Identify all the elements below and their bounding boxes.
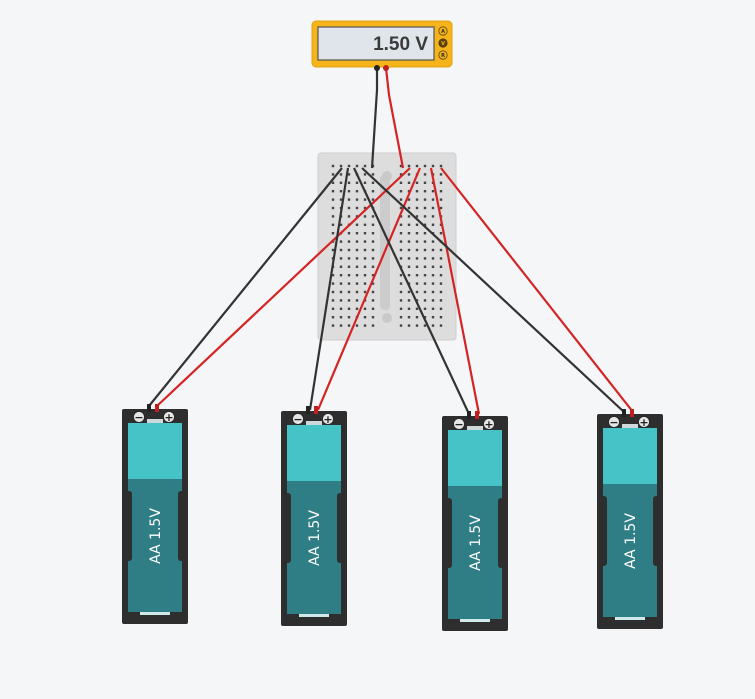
battery-label: AA 1.5V <box>623 513 639 569</box>
battery-negative-label: − <box>454 418 463 431</box>
multimeter-display <box>317 26 435 61</box>
mode-a-label: A <box>441 29 445 35</box>
wires <box>148 67 634 415</box>
breadboard-center-channel <box>380 175 390 310</box>
battery-positive-label: + <box>323 413 332 426</box>
battery-2-black-wire[interactable] <box>308 167 350 411</box>
battery-4-red-wire[interactable] <box>440 167 634 413</box>
battery-positive-terminal[interactable] <box>638 416 650 428</box>
battery-positive-label: + <box>164 411 173 424</box>
battery-negative-terminal[interactable] <box>453 418 465 430</box>
meter-red-lead[interactable] <box>384 67 405 169</box>
meter-black-terminal[interactable] <box>374 65 380 71</box>
breadboard-holes <box>331 164 443 327</box>
battery-1[interactable]: − + AA 1.5V <box>122 404 188 624</box>
battery-4[interactable]: − + AA 1.5V <box>597 409 663 629</box>
battery-label: AA 1.5V <box>307 510 323 566</box>
battery-negative-terminal[interactable] <box>608 416 620 428</box>
battery-label: AA 1.5V <box>148 508 164 564</box>
battery-3-red-wire[interactable] <box>429 167 481 415</box>
battery-negative-label: − <box>609 416 618 429</box>
battery-negative-terminal[interactable] <box>292 413 304 425</box>
battery-2[interactable]: − + AA 1.5V <box>281 406 347 626</box>
battery-negative-label: − <box>293 413 302 426</box>
battery-positive-terminal[interactable] <box>483 418 495 430</box>
battery-4-black-wire[interactable] <box>361 167 625 413</box>
battery-3[interactable]: − + AA 1.5V <box>442 411 508 631</box>
mode-r-label: R <box>441 53 445 59</box>
battery-negative-terminal[interactable] <box>133 411 145 423</box>
mode-a-button[interactable] <box>438 26 448 36</box>
multimeter[interactable]: 1.50 V A V R <box>311 20 453 71</box>
battery-1-red-wire[interactable] <box>156 167 411 407</box>
multimeter-mode-selector[interactable]: A V R <box>438 26 448 60</box>
mode-v-label: V <box>441 41 445 47</box>
battery-positive-label: + <box>639 416 648 429</box>
battery-positive-terminal[interactable] <box>163 411 175 423</box>
battery-label: AA 1.5V <box>468 515 484 571</box>
battery-1-black-wire[interactable] <box>148 167 343 407</box>
multimeter-reading: 1.50 V <box>373 34 428 55</box>
battery-positive-terminal[interactable] <box>322 413 334 425</box>
mode-v-button[interactable] <box>438 38 448 48</box>
battery-2-red-wire[interactable] <box>316 167 422 411</box>
battery-positive-label: + <box>484 418 493 431</box>
mode-r-button[interactable] <box>438 50 448 60</box>
meter-red-terminal[interactable] <box>383 65 389 71</box>
meter-black-lead[interactable] <box>370 68 379 169</box>
battery-negative-label: − <box>134 411 143 424</box>
battery-3-black-wire[interactable] <box>353 167 470 415</box>
